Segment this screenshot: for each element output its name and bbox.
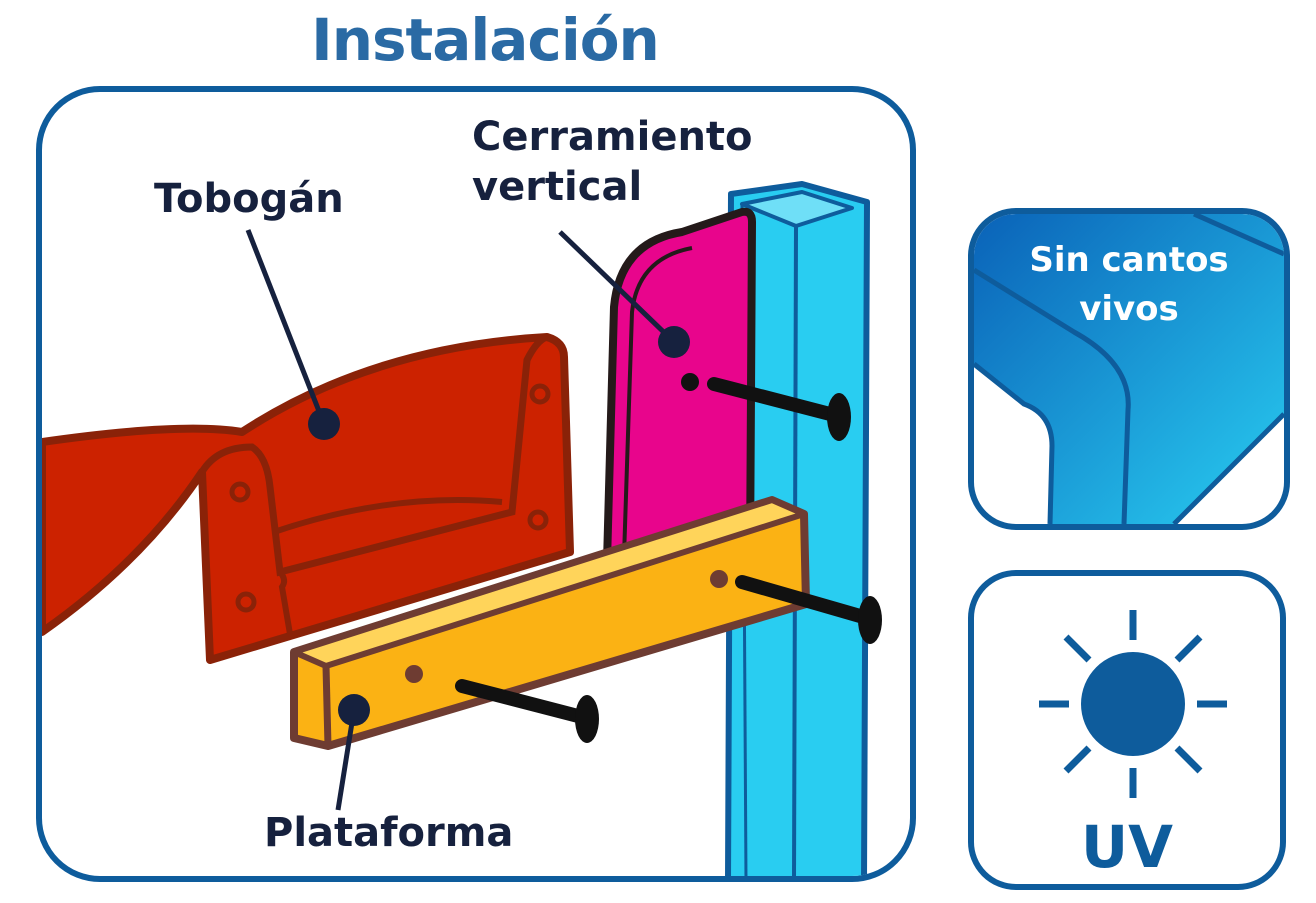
vertical-panel <box>603 207 756 566</box>
label-cerramiento-line1: Cerramiento <box>472 114 753 160</box>
bolt-middle <box>735 575 882 644</box>
rounded-edge-illustration <box>974 214 1284 524</box>
sun-icon <box>1039 610 1227 798</box>
label-cerramiento-vertical: Cerramiento vertical <box>472 112 753 212</box>
bolt-upper <box>681 373 851 441</box>
edges-caption-line1: Sin cantos <box>1029 240 1229 280</box>
page-title: Instalación <box>311 6 660 74</box>
uv-panel: UV <box>968 570 1286 890</box>
label-plataforma: Plataforma <box>264 810 514 856</box>
callout-plataforma <box>335 694 370 811</box>
slide <box>42 333 574 664</box>
no-sharp-edges-panel: Sin cantos vivos <box>968 208 1290 530</box>
label-cerramiento-line2: vertical <box>472 164 643 210</box>
uv-label: UV <box>1081 813 1173 881</box>
installation-illustration <box>42 181 882 876</box>
bolt-lower <box>455 679 599 743</box>
edges-caption-line2: vivos <box>1079 289 1179 330</box>
callout-cerramiento <box>558 230 690 358</box>
installation-panel: Tobogán Cerramiento vertical Plataforma <box>36 86 916 882</box>
label-tobogan: Tobogán <box>154 176 344 222</box>
callout-tobogan <box>245 229 340 440</box>
edges-caption: Sin cantos vivos <box>974 236 1284 335</box>
